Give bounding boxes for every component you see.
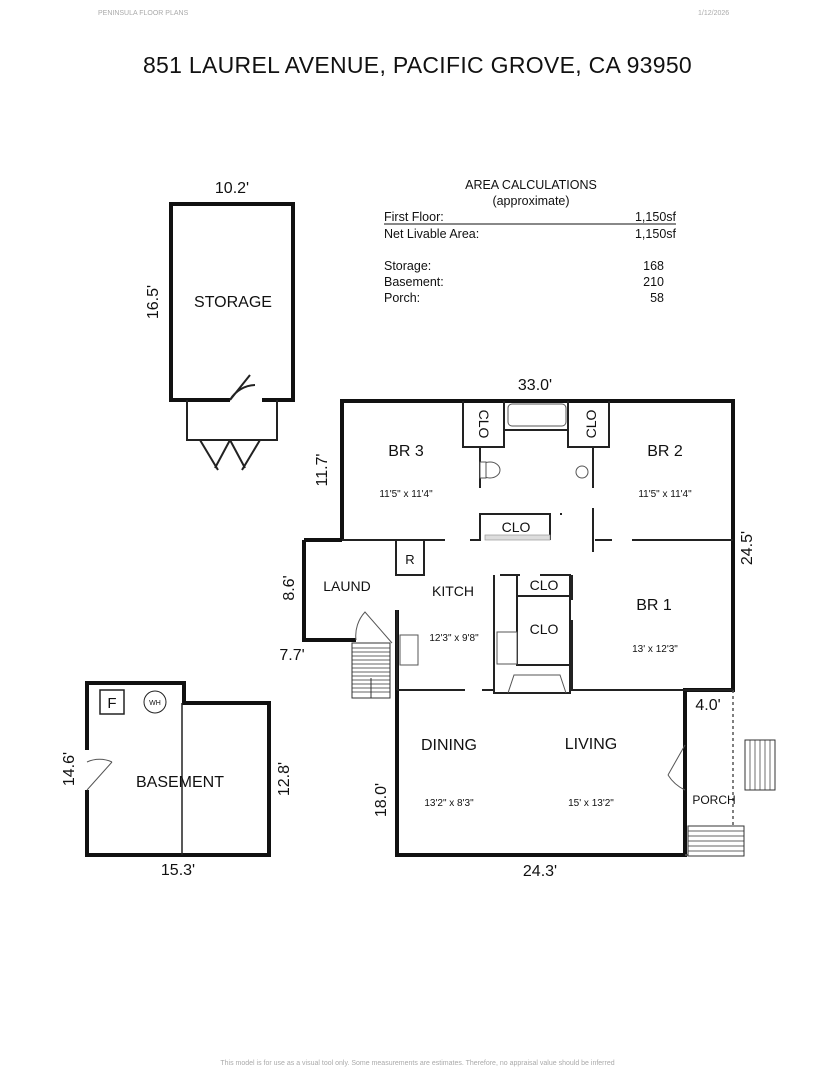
area-subheading: (approximate) — [492, 194, 569, 208]
room-br3: BR 3 — [388, 443, 424, 460]
area-label: First Floor: — [384, 210, 444, 224]
closet-label: CLO — [476, 410, 492, 439]
area-value: 1,150sf — [635, 210, 677, 224]
basement-depth-left: 14.6' — [61, 752, 78, 786]
room-laundry: LAUND — [323, 578, 370, 594]
br3-depth: 11.7' — [314, 453, 331, 486]
room-br3-size: 11'5" x 11'4" — [379, 489, 433, 500]
area-value: 58 — [650, 291, 664, 305]
room-br1-size: 13' x 12'3" — [632, 644, 678, 655]
room-br2: BR 2 — [647, 443, 683, 460]
room-dining-size: 13'2" x 8'3" — [424, 798, 474, 809]
area-label: Net Livable Area: — [384, 227, 479, 241]
room-living-size: 15' x 13'2" — [568, 798, 614, 809]
area-value: 1,150sf — [635, 227, 677, 241]
porch-width: 4.0' — [695, 697, 720, 714]
closet-label: CLO — [583, 410, 599, 439]
storage-label: STORAGE — [194, 294, 272, 311]
width-bottom: 24.3' — [523, 863, 557, 880]
disclaimer: This model is for use as a visual tool o… — [220, 1060, 615, 1067]
laundry-width: 7.7' — [279, 647, 304, 664]
furnace-label: F — [107, 695, 116, 712]
basement-width: 15.3' — [161, 862, 195, 879]
closet-label: CLO — [530, 621, 559, 637]
room-kitchen-size: 12'3" x 9'8" — [429, 633, 479, 644]
storage-depth: 16.5' — [145, 285, 162, 319]
area-heading: AREA CALCULATIONS — [465, 178, 597, 192]
closet-label: CLO — [530, 577, 559, 593]
room-kitchen: KITCH — [432, 583, 474, 599]
storage-building: STORAGE 10.2' 16.5' — [145, 180, 295, 471]
room-br1: BR 1 — [636, 597, 672, 614]
refrigerator-label: R — [405, 552, 414, 567]
company-name: PENINSULA FLOOR PLANS — [98, 10, 189, 17]
basement-depth-right: 12.8' — [276, 762, 293, 796]
room-living: LIVING — [565, 736, 617, 753]
laundry-depth: 8.6' — [281, 575, 298, 600]
room-br2-size: 11'5" x 11'4" — [638, 489, 692, 500]
page-title: 851 LAUREL AVENUE, PACIFIC GROVE, CA 939… — [142, 52, 693, 78]
area-calculations: AREA CALCULATIONS (approximate) First Fl… — [384, 178, 677, 305]
area-value: 210 — [643, 275, 664, 289]
room-porch: PORCH — [692, 793, 735, 807]
living-depth: 18.0' — [373, 783, 390, 817]
closet-label: CLO — [502, 519, 531, 535]
basement: F WH BASEMENT 15.3' 14.6' 12.8' — [61, 681, 293, 879]
width-top: 33.0' — [518, 377, 552, 394]
basement-label: BASEMENT — [136, 774, 224, 791]
depth-right: 24.5' — [739, 531, 756, 565]
storage-width: 10.2' — [215, 180, 249, 197]
area-label: Storage: — [384, 259, 431, 273]
stairs — [351, 611, 393, 699]
main-house: BR 3 11'5" x 11'4" BR 2 11'5" x 11'4" BR… — [279, 377, 776, 880]
area-label: Basement: — [384, 275, 444, 289]
room-dining: DINING — [421, 737, 477, 754]
water-heater-label: WH — [149, 700, 161, 707]
date: 1/12/2026 — [698, 10, 730, 17]
area-label: Porch: — [384, 291, 420, 305]
area-value: 168 — [643, 259, 664, 273]
